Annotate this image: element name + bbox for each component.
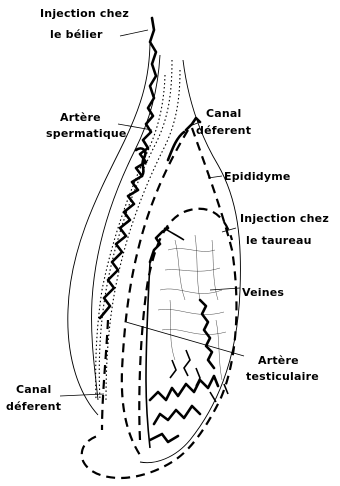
label-artere-spermatique-2: spermatique <box>46 127 127 140</box>
label-injection-belier-1: Injection chez <box>40 7 129 20</box>
inner-artery-coil <box>200 300 214 368</box>
label-canal-deferent-bottom-2: déferent <box>6 400 61 413</box>
label-veines: Veines <box>242 286 284 299</box>
label-epididyme: Epididyme <box>224 170 291 183</box>
label-canal-deferent-top-2: déferent <box>196 124 251 137</box>
leader-injection-taureau <box>222 228 236 232</box>
epididymis-inner-dashed <box>122 130 188 455</box>
label-canal-deferent-top-1: Canal <box>206 107 242 120</box>
testicular-artery <box>150 228 168 262</box>
leader-artere-testiculaire <box>126 322 244 356</box>
label-injection-belier-2: le bélier <box>50 28 103 41</box>
leader-injection-belier <box>120 30 148 36</box>
testicular-veins <box>158 235 226 380</box>
lower-duct-dashed <box>102 320 108 430</box>
label-canal-deferent-bottom-1: Canal <box>16 383 52 396</box>
label-injection-taureau-1: Injection chez <box>240 212 329 225</box>
label-injection-taureau-2: le taureau <box>246 234 312 247</box>
spermatic-cord-dots-2 <box>106 70 180 400</box>
label-artere-spermatique-1: Artère <box>60 111 101 124</box>
label-artere-testiculaire-1: Artère <box>258 354 299 367</box>
spermatic-artery-injection <box>100 18 156 318</box>
label-artere-testiculaire-2: testiculaire <box>246 370 319 383</box>
artery-bottom-branches <box>150 376 218 442</box>
